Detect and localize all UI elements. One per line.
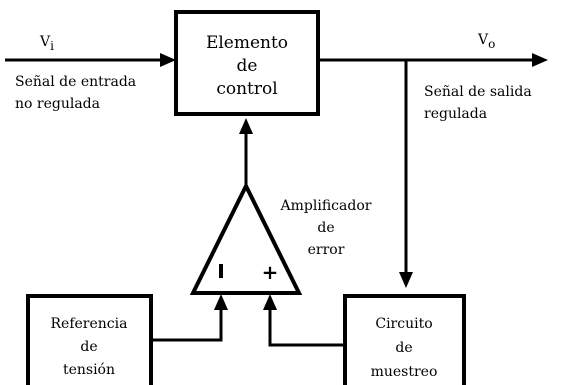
amplifier-to-control-arrowhead <box>239 118 253 134</box>
output-signal: Vo Señal de salida regulada <box>318 32 548 122</box>
output-to-sampling-arrowhead <box>399 272 413 288</box>
amplifier-to-control-connection <box>239 118 253 186</box>
sampling-to-amplifier-line <box>268 306 345 347</box>
error-amplifier: I + Amplificador de error <box>189 181 372 295</box>
sampling-circuit-block: Circuito de muestreo <box>343 294 466 385</box>
voltage-reference-line2: de <box>80 339 97 355</box>
input-arrowhead <box>160 53 176 67</box>
output-label-line2: regulada <box>424 106 487 122</box>
input-voltage-symbol: Vi <box>39 34 54 53</box>
sampling-to-amplifier-arrowhead <box>263 294 277 310</box>
error-amplifier-label-line1: Amplificador <box>280 198 372 214</box>
voltage-reference-line3: tensión <box>63 362 115 378</box>
output-voltage-symbol: Vo <box>477 32 495 51</box>
reference-to-amplifier-connection <box>151 294 228 342</box>
output-label-line1: Señal de salida <box>424 84 532 100</box>
control-element-block: Elemento de control <box>174 10 320 116</box>
input-label-line2: no regulada <box>15 96 100 112</box>
output-arrowhead <box>532 53 548 67</box>
amplifier-plus-sign: + <box>262 260 279 284</box>
sampling-circuit-line2: de <box>395 340 412 356</box>
voltage-reference-box <box>26 294 153 385</box>
error-amplifier-label-line2: de <box>317 220 334 236</box>
sampling-circuit-line3: muestreo <box>371 364 438 380</box>
sampling-circuit-line1: Circuito <box>375 316 432 332</box>
output-to-sampling-connection <box>399 60 413 288</box>
input-label-line1: Señal de entrada <box>15 74 136 90</box>
voltage-reference-block: Referencia de tensión <box>26 294 153 385</box>
error-amplifier-label-line3: error <box>308 242 345 258</box>
reference-to-amplifier-line <box>151 306 223 342</box>
control-element-line1: Elemento <box>206 33 288 53</box>
control-element-box <box>174 10 320 116</box>
sampling-to-amplifier-connection <box>263 294 345 347</box>
control-element-line3: control <box>216 79 277 99</box>
amplifier-minus-sign <box>219 264 223 278</box>
reference-to-amplifier-arrowhead <box>214 294 228 310</box>
control-element-line2: de <box>237 56 258 76</box>
input-signal: Vi Señal de entrada no regulada <box>5 34 176 112</box>
voltage-reference-line1: Referencia <box>51 316 128 332</box>
